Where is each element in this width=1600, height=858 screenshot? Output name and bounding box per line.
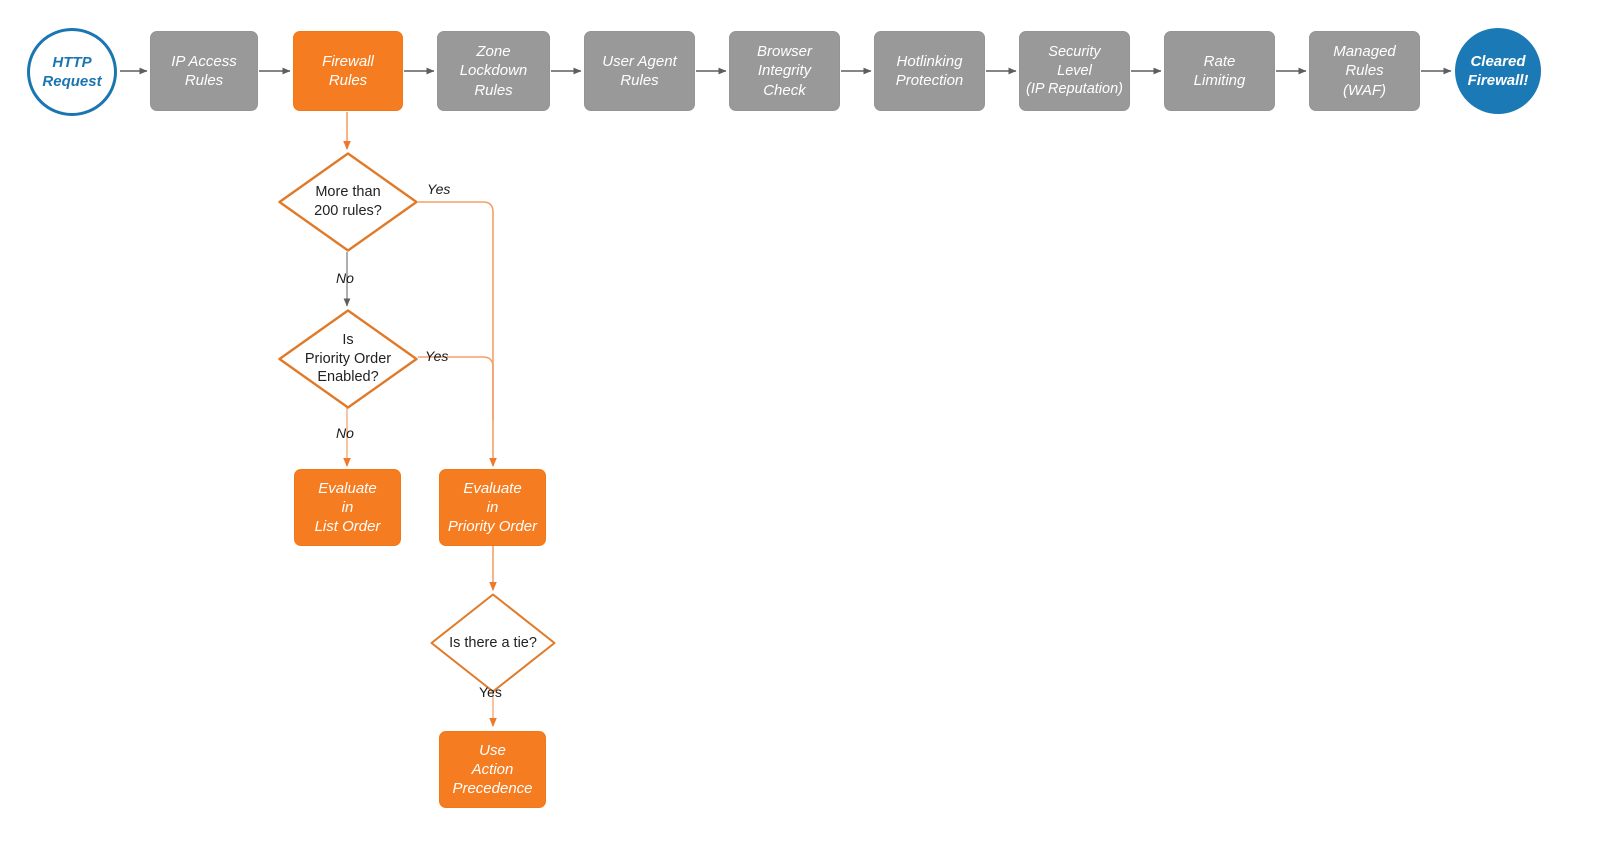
node-label: Evaluate in List Order <box>314 479 381 536</box>
node-label: Is there a tie? <box>449 634 537 651</box>
node-firewall-rules[interactable]: Firewall Rules <box>293 31 403 111</box>
node-hotlinking-protection[interactable]: Hotlinking Protection <box>874 31 985 111</box>
edge-label-priority-order-no: No <box>336 425 354 441</box>
diamond-shape <box>278 309 418 409</box>
node-label: IP Access Rules <box>171 52 237 89</box>
node-rate-limiting[interactable]: Rate Limiting <box>1164 31 1275 111</box>
node-label: Security Level (IP Reputation) <box>1026 44 1123 98</box>
node-label: Managed Rules (WAF) <box>1333 43 1396 99</box>
node-label: Cleared Firewall! <box>1467 52 1529 89</box>
node-decision-is-priority-order-enabled[interactable]: Is Priority Order Enabled? <box>278 309 418 409</box>
node-label: More than 200 rules? <box>314 184 382 219</box>
node-ip-access-rules[interactable]: IP Access Rules <box>150 31 258 111</box>
node-zone-lockdown-rules[interactable]: Zone Lockdown Rules <box>437 31 550 111</box>
node-http-request[interactable]: HTTP Request <box>27 28 117 116</box>
node-label: User Agent Rules <box>602 52 677 89</box>
node-label: HTTP Request <box>42 53 102 90</box>
node-user-agent-rules[interactable]: User Agent Rules <box>584 31 695 111</box>
node-label: Hotlinking Protection <box>895 52 964 89</box>
edge-label-priority-order-yes: Yes <box>425 348 449 364</box>
node-decision-more-than-200-rules[interactable]: More than 200 rules? <box>278 152 418 252</box>
edge-decision1-yes-to-priority <box>418 201 497 467</box>
edge-label-tie-yes: Yes <box>479 684 502 700</box>
edge-decision2-yes-to-priority <box>418 356 494 420</box>
node-label: Is Priority Order Enabled? <box>304 331 392 386</box>
diamond-shape <box>430 593 556 693</box>
node-use-action-precedence[interactable]: Use Action Precedence <box>439 731 546 808</box>
node-label: Zone Lockdown Rules <box>459 43 528 99</box>
edge-label-more-than-200-no: No <box>336 270 354 286</box>
node-evaluate-in-priority-order[interactable]: Evaluate in Priority Order <box>439 469 546 546</box>
node-label: Evaluate in Priority Order <box>447 479 538 536</box>
node-evaluate-in-list-order[interactable]: Evaluate in List Order <box>294 469 401 546</box>
diamond-shape <box>278 152 418 252</box>
node-label: Browser Integrity Check <box>756 43 812 99</box>
node-browser-integrity-check[interactable]: Browser Integrity Check <box>729 31 840 111</box>
node-security-level[interactable]: Security Level (IP Reputation) <box>1019 31 1130 111</box>
node-label: Use Action Precedence <box>452 741 533 798</box>
node-managed-rules-waf[interactable]: Managed Rules (WAF) <box>1309 31 1420 111</box>
node-cleared-firewall[interactable]: Cleared Firewall! <box>1455 28 1541 114</box>
node-label: Firewall Rules <box>322 52 374 89</box>
node-label: Rate Limiting <box>1193 52 1246 89</box>
edge-label-more-than-200-yes: Yes <box>427 181 451 197</box>
node-decision-is-there-a-tie[interactable]: Is there a tie? <box>430 593 556 693</box>
